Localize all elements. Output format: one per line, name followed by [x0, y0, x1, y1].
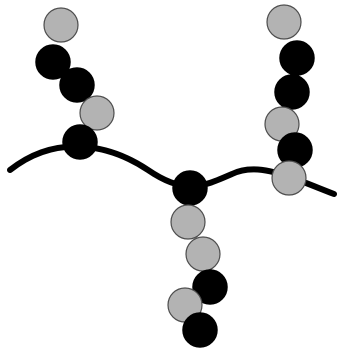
dark-bead — [63, 125, 97, 159]
light-bead — [267, 5, 301, 39]
dark-bead — [183, 313, 217, 347]
dark-bead — [173, 171, 207, 205]
light-bead — [272, 161, 306, 195]
light-bead — [171, 205, 205, 239]
light-bead — [80, 96, 114, 130]
dark-bead — [60, 68, 94, 102]
dark-bead — [275, 75, 309, 109]
dark-bead — [280, 41, 314, 75]
light-bead — [186, 237, 220, 271]
light-bead — [44, 8, 78, 42]
